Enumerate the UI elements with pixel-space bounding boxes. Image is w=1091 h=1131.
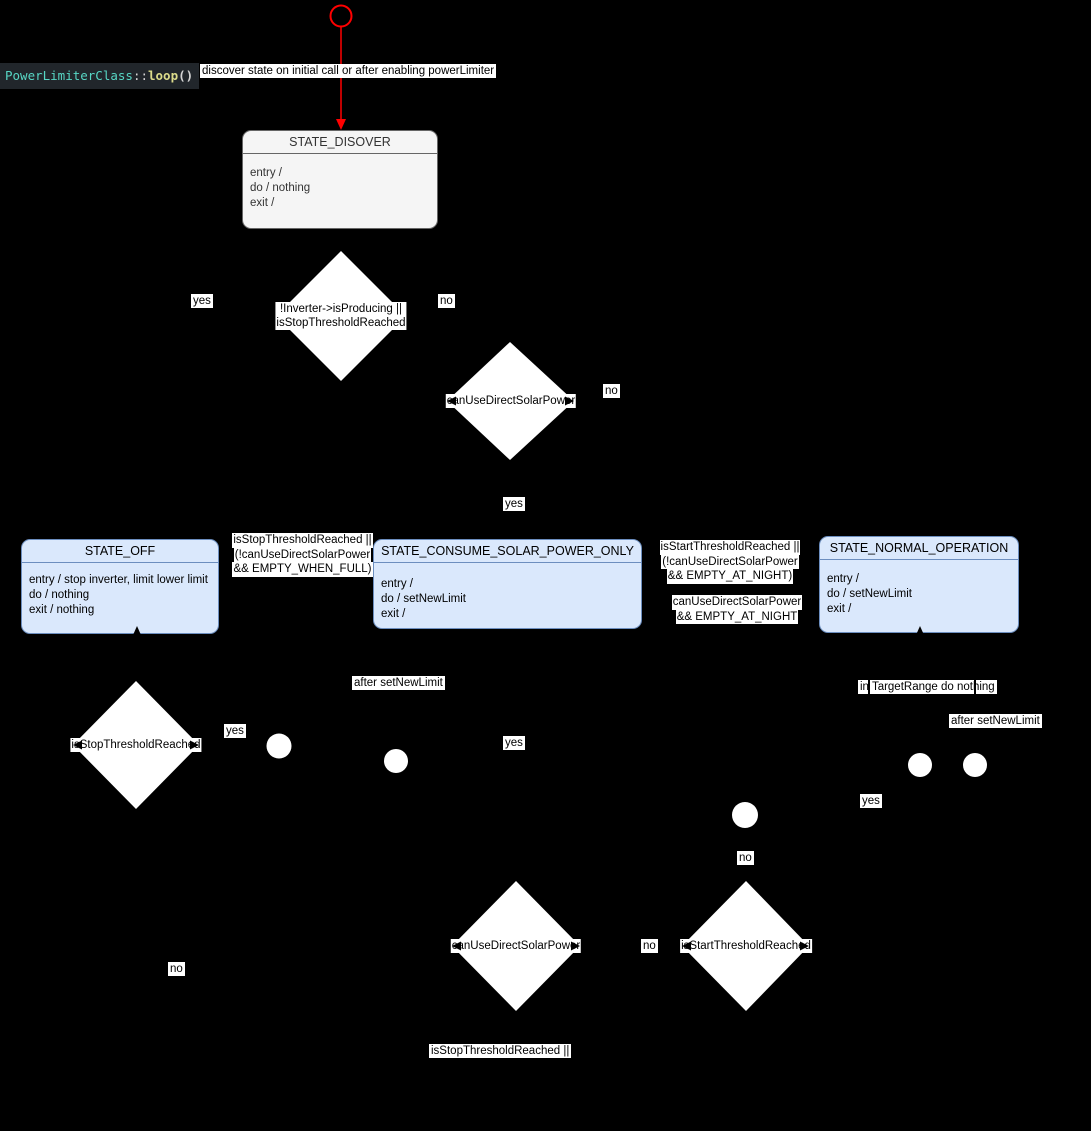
state-body: entry / do / nothing exit /	[243, 154, 437, 211]
junction-node	[384, 749, 408, 773]
edge-label-no: no	[168, 962, 185, 976]
edge-label-yes: yes	[503, 736, 525, 750]
diagram-title: PowerLimiterClass::loop()	[0, 63, 200, 89]
state-body: entry / stop inverter, limit lower limit…	[22, 563, 218, 618]
method-name: loop	[148, 68, 179, 83]
state-body-line: exit /	[381, 608, 406, 620]
state-title: STATE_OFF	[22, 540, 218, 563]
edge-label-after-set-new-limit: after setNewLimit	[949, 714, 1042, 728]
state-body-line: exit /	[250, 197, 275, 209]
junction-node	[908, 753, 932, 777]
edge-label-yes: yes	[191, 294, 213, 308]
junction-node	[266, 733, 292, 759]
state-body-line: do / nothing	[29, 589, 90, 601]
edge-label-no: no	[737, 851, 754, 865]
state-body: entry / do / setNewLimit exit /	[374, 563, 641, 622]
method-parentheses: ()	[178, 68, 194, 83]
junction-node	[732, 802, 758, 828]
decision-label-line: !Inverter->isProducing ||	[275, 302, 407, 316]
edge-label-after-set-new-limit: after setNewLimit	[352, 676, 445, 690]
decision-label-can-use-solar-top: canUseDirectSolarPower	[445, 394, 577, 408]
edge-label-no: no	[641, 939, 658, 953]
edge-label-consume-to-off: isStopThresholdReached || (!canUseDirect…	[232, 533, 373, 577]
decision-label-line: canUseDirectSolarPower	[450, 939, 582, 953]
state-title: STATE_NORMAL_OPERATION	[820, 537, 1018, 560]
class-name: PowerLimiterClass	[5, 68, 133, 83]
edge-label-line: (!canUseDirectSolarPower	[661, 554, 799, 569]
decision-label-line: isStartThresholdReached	[680, 939, 812, 953]
state-title: STATE_DISOVER	[243, 131, 437, 154]
decision-label-producing: !Inverter->isProducing || isStopThreshol…	[275, 302, 407, 330]
decision-label-line: canUseDirectSolarPower	[445, 394, 577, 408]
edge-label-normal-to-consume: isStartThresholdReached || (!canUseDirec…	[659, 540, 801, 584]
state-body-line: entry /	[827, 573, 859, 585]
edge-label-line: && EMPTY_AT_NIGHT	[675, 609, 799, 624]
edge-label-bottom-condition: isStopThresholdReached ||	[429, 1044, 572, 1058]
state-body-line: do / setNewLimit	[381, 593, 467, 605]
state-box-normal-operation: STATE_NORMAL_OPERATION entry / do / setN…	[819, 536, 1019, 633]
state-body-line: entry / stop inverter, limit lower limit	[29, 574, 208, 586]
connector-line-segment	[868, 678, 870, 698]
state-body-line: do / nothing	[250, 182, 311, 194]
edge-label-in-target-range: in TargetRange do nothing	[858, 680, 997, 694]
edge-label-yes: yes	[503, 497, 525, 511]
decision-label-stop-threshold: isStopThresholdReached	[70, 738, 202, 752]
scope-operator: ::	[132, 68, 148, 83]
junction-node	[963, 753, 987, 777]
state-body-line: exit /	[827, 603, 852, 615]
state-body-line: entry /	[250, 167, 282, 179]
state-box-consume-solar-only: STATE_CONSUME_SOLAR_POWER_ONLY entry / d…	[373, 539, 642, 629]
initial-transition-arrowhead	[336, 119, 346, 130]
edge-label-line: canUseDirectSolarPower	[671, 595, 803, 610]
state-body-line: exit / nothing	[29, 604, 95, 616]
decision-label-line: isStopThresholdReached	[275, 316, 407, 330]
initial-state-icon	[329, 4, 353, 28]
state-box-off: STATE_OFF entry / stop inverter, limit l…	[21, 539, 219, 634]
decision-label-can-use-solar-bottom: canUseDirectSolarPower	[450, 939, 582, 953]
decision-label-line: isStopThresholdReached	[70, 738, 202, 752]
edge-label-line: isStopThresholdReached ||	[232, 533, 373, 548]
decision-label-start-threshold: isStartThresholdReached	[680, 939, 812, 953]
edge-label-line: && EMPTY_WHEN_FULL)	[232, 562, 373, 577]
connector-line-segment	[974, 678, 976, 698]
edge-label-yes: yes	[224, 724, 246, 738]
edge-label-yes: yes	[860, 794, 882, 808]
edge-label-consume-to-normal: canUseDirectSolarPower && EMPTY_AT_NIGHT	[671, 595, 803, 624]
edge-label-line: (!canUseDirectSolarPower	[233, 547, 372, 562]
edge-label-no: no	[603, 384, 620, 398]
state-body-line: entry /	[381, 578, 413, 590]
edge-label-initial-transition: discover state on initial call or after …	[200, 64, 497, 78]
state-body-line: do / setNewLimit	[827, 588, 913, 600]
edge-label-no: no	[438, 294, 455, 308]
state-body: entry / do / setNewLimit exit /	[820, 560, 1018, 617]
edge-label-line: && EMPTY_AT_NIGHT)	[666, 569, 794, 584]
state-box-discover: STATE_DISOVER entry / do / nothing exit …	[242, 130, 438, 229]
edge-label-line: isStartThresholdReached ||	[659, 540, 801, 555]
state-title: STATE_CONSUME_SOLAR_POWER_ONLY	[374, 540, 641, 563]
